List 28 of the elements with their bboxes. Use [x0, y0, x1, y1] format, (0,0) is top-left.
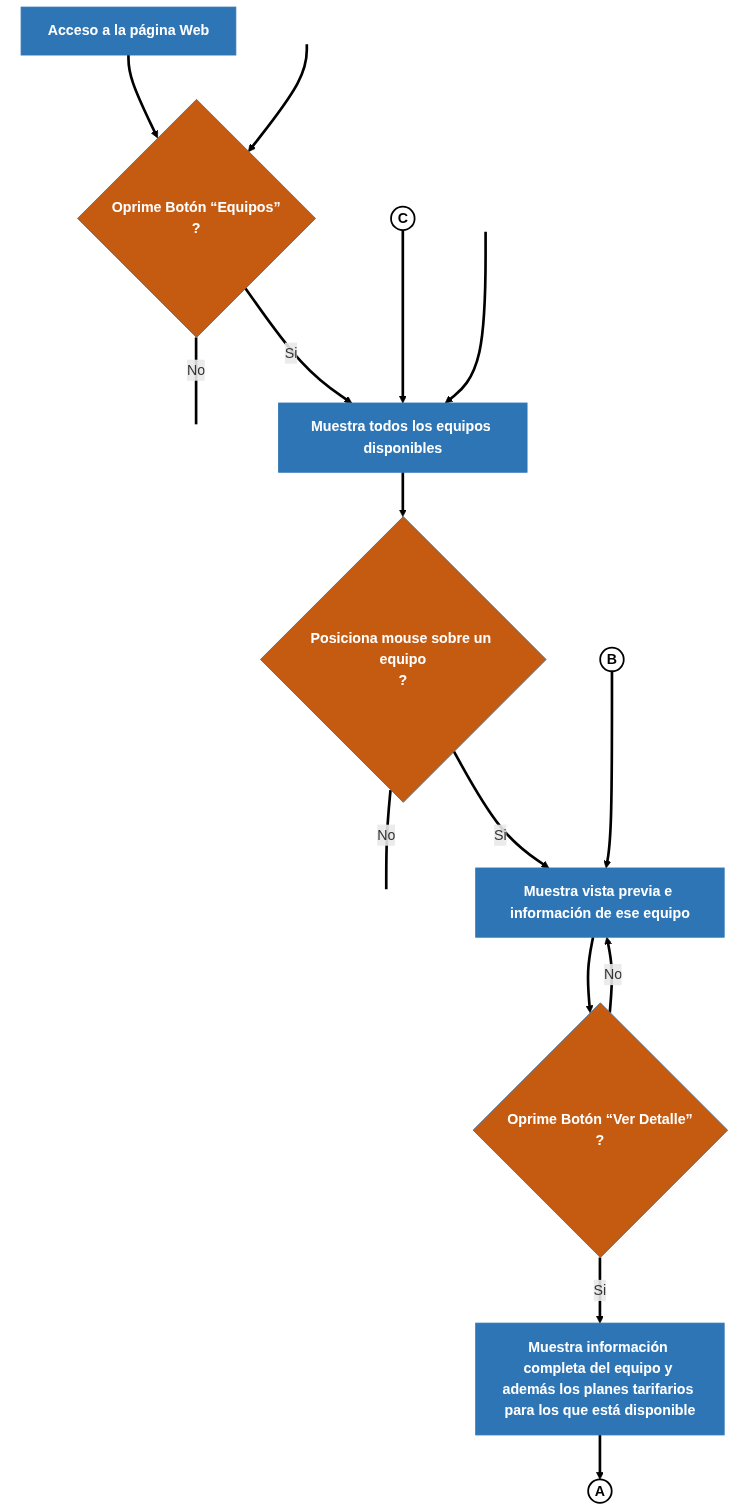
connector: [385, 789, 392, 890]
node-circle: A: [587, 1478, 613, 1504]
edge-label: No: [187, 362, 206, 378]
arrow: [399, 230, 407, 404]
node-diamond: Oprime Botón “Ver Detalle” ?: [472, 1002, 729, 1258]
arrow: [445, 231, 488, 404]
edge-label: Si: [593, 1282, 607, 1298]
edge-label: No: [603, 966, 623, 982]
edge-label: Si: [494, 827, 507, 843]
connector: [194, 337, 198, 425]
node-diamond: Oprime Botón “Equipos” ?: [77, 98, 317, 338]
arrow: [452, 750, 550, 869]
node-box: Muestra todos los equipos disponibles: [278, 402, 528, 473]
node-circle: C: [390, 205, 416, 232]
node-circle: B: [599, 646, 625, 673]
arrow: [248, 44, 309, 153]
node-box: Acceso a la página Web: [20, 6, 237, 56]
arrow: [244, 287, 353, 404]
arrow: [399, 472, 407, 517]
arrow: [603, 671, 614, 869]
edge-label: No: [377, 827, 396, 843]
arrow: [596, 1434, 604, 1480]
edge-label: Si: [284, 345, 298, 361]
node-box: Muestra vista previa e información de ese equipo: [475, 867, 725, 938]
node-box: Muestra información completa del equipo y además los planes tarifarios para los que está disponible: [475, 1322, 725, 1436]
node-diamond: Posiciona mouse sobre un equipo ?: [260, 516, 547, 803]
arrow: [127, 55, 159, 139]
arrow: [585, 936, 595, 1014]
